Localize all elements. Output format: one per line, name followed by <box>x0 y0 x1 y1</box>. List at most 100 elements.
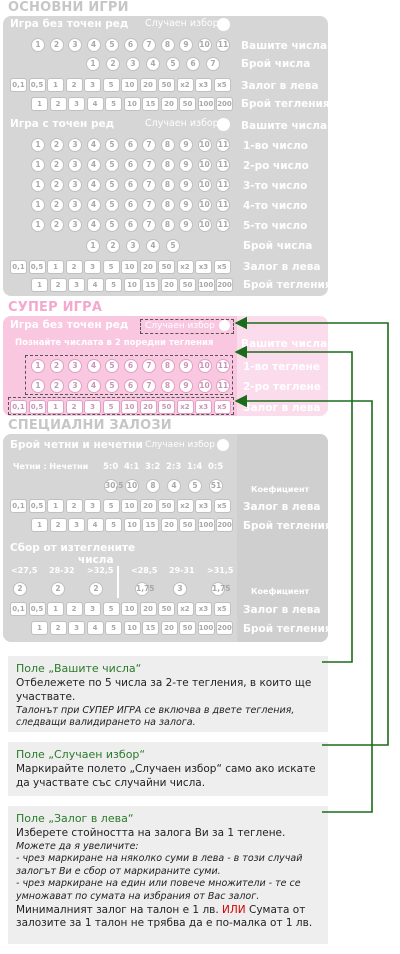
special-stake-box[interactable]: 0,5 <box>28 499 46 513</box>
ordered-draws-box[interactable]: 100 <box>197 278 215 292</box>
special-draws-box-2[interactable]: 3 <box>68 621 85 635</box>
ordered-count-bubble[interactable]: 1 <box>86 239 100 253</box>
ordered-number-bubble[interactable]: 7 <box>142 178 156 192</box>
ordered-number-bubble[interactable]: 4 <box>86 178 101 192</box>
ordered-number-bubble[interactable]: 1 <box>31 158 45 172</box>
super-number-bubble[interactable]: 6 <box>123 359 138 373</box>
range-coef-bubble[interactable]: 2 <box>51 582 65 596</box>
ordered-number-bubble[interactable]: 3 <box>68 138 82 152</box>
special-draws-box-2[interactable]: 10 <box>123 621 141 635</box>
super-number-bubble[interactable]: 10 <box>197 359 212 373</box>
ordered-number-bubble[interactable]: 4 <box>86 158 101 172</box>
draws-box[interactable]: 2 <box>49 97 67 111</box>
special-stake-box[interactable]: 5 <box>102 499 120 513</box>
draws-box[interactable]: 10 <box>123 97 141 111</box>
ordered-number-bubble[interactable]: 9 <box>179 198 193 212</box>
ordered-number-bubble[interactable]: 1 <box>31 218 45 232</box>
ratio-coef-bubble[interactable]: 8 <box>146 479 160 493</box>
ordered-random-checkbox[interactable] <box>217 118 230 131</box>
stake-box[interactable]: 10 <box>121 78 138 92</box>
ordered-number-bubble[interactable]: 10 <box>197 218 212 232</box>
ordered-draws-box[interactable]: 15 <box>142 278 159 292</box>
super-number-bubble[interactable]: 8 <box>160 359 175 373</box>
super-stake-box[interactable]: 1 <box>47 400 64 414</box>
special-stake-box[interactable]: 10 <box>121 499 138 513</box>
super-number-bubble[interactable]: 11 <box>216 379 230 393</box>
ordered-number-bubble[interactable]: 3 <box>68 158 82 172</box>
number-bubble[interactable]: 7 <box>142 38 156 52</box>
stake-box[interactable]: 50 <box>158 78 175 92</box>
super-number-bubble[interactable]: 7 <box>142 359 156 373</box>
special-stake-box[interactable]: 50 <box>158 499 175 513</box>
special-stake-box[interactable]: x3 <box>195 499 212 513</box>
ordered-number-bubble[interactable]: 10 <box>197 158 212 172</box>
special-draws-box[interactable]: 15 <box>142 518 159 532</box>
range-coef-bubble[interactable]: 1,75 <box>211 582 231 596</box>
special-stake-box-2[interactable]: x5 <box>213 602 231 616</box>
super-number-bubble[interactable]: 2 <box>49 379 64 393</box>
draws-box[interactable]: 200 <box>216 97 233 111</box>
count-bubble[interactable]: 2 <box>106 57 120 71</box>
special-stake-box-2[interactable]: 2 <box>65 602 83 616</box>
draws-box[interactable]: 100 <box>197 97 215 111</box>
special-draws-box[interactable]: 5 <box>105 518 122 532</box>
special-stake-box-2[interactable]: 50 <box>158 602 175 616</box>
super-number-bubble[interactable]: 3 <box>68 379 82 393</box>
ordered-number-bubble[interactable]: 9 <box>179 218 193 232</box>
ordered-number-bubble[interactable]: 8 <box>160 158 175 172</box>
super-stake-box[interactable]: 0,1 <box>10 400 27 414</box>
stake-box[interactable]: 0,5 <box>28 78 46 92</box>
special-stake-box[interactable]: x2 <box>176 499 194 513</box>
ordered-number-bubble[interactable]: 1 <box>31 138 45 152</box>
special-draws-box-2[interactable]: 2 <box>49 621 67 635</box>
super-stake-box[interactable]: 20 <box>139 400 157 414</box>
ordered-number-bubble[interactable]: 9 <box>179 138 193 152</box>
ordered-stake-box[interactable]: 5 <box>102 260 120 274</box>
ordered-number-bubble[interactable]: 7 <box>142 158 156 172</box>
ordered-number-bubble[interactable]: 8 <box>160 178 175 192</box>
super-number-bubble[interactable]: 5 <box>105 359 119 373</box>
range-coef-bubble[interactable]: 1,75 <box>135 582 155 596</box>
super-stake-box[interactable]: x5 <box>213 400 231 414</box>
ordered-count-bubble[interactable]: 3 <box>126 239 140 253</box>
ordered-draws-box[interactable]: 3 <box>68 278 85 292</box>
ordered-number-bubble[interactable]: 3 <box>68 178 82 192</box>
ordered-number-bubble[interactable]: 7 <box>142 138 156 152</box>
special-draws-box-2[interactable]: 5 <box>105 621 122 635</box>
ordered-stake-box[interactable]: x3 <box>195 260 212 274</box>
super-number-bubble[interactable]: 11 <box>216 359 230 373</box>
ordered-stake-box[interactable]: 10 <box>121 260 138 274</box>
special-draws-box-2[interactable]: 1 <box>31 621 48 635</box>
stake-box[interactable]: 1 <box>47 78 64 92</box>
super-random-checkbox[interactable] <box>219 320 230 331</box>
draws-box[interactable]: 20 <box>160 97 178 111</box>
special-draws-box[interactable]: 50 <box>179 518 196 532</box>
super-stake-box[interactable]: 10 <box>121 400 138 414</box>
special-draws-box[interactable]: 20 <box>160 518 178 532</box>
super-number-bubble[interactable]: 8 <box>160 379 175 393</box>
ordered-count-bubble[interactable]: 5 <box>166 239 180 253</box>
ordered-stake-box[interactable]: 0,5 <box>28 260 46 274</box>
ordered-draws-box[interactable]: 50 <box>179 278 196 292</box>
ordered-draws-box[interactable]: 1 <box>31 278 48 292</box>
ordered-number-bubble[interactable]: 8 <box>160 218 175 232</box>
ordered-number-bubble[interactable]: 2 <box>49 218 64 232</box>
ordered-number-bubble[interactable]: 11 <box>216 178 230 192</box>
ordered-number-bubble[interactable]: 10 <box>197 178 212 192</box>
ordered-draws-box[interactable]: 20 <box>160 278 178 292</box>
ordered-stake-box[interactable]: 2 <box>65 260 83 274</box>
draws-box[interactable]: 4 <box>86 97 104 111</box>
ordered-stake-box[interactable]: 20 <box>139 260 157 274</box>
special-draws-box[interactable]: 3 <box>68 518 85 532</box>
ordered-draws-box[interactable]: 10 <box>123 278 141 292</box>
ordered-stake-box[interactable]: x2 <box>176 260 194 274</box>
super-number-bubble[interactable]: 10 <box>197 379 212 393</box>
super-stake-box[interactable]: 0,5 <box>28 400 46 414</box>
stake-box[interactable]: x2 <box>176 78 194 92</box>
special-stake-box-2[interactable]: 1 <box>47 602 64 616</box>
ordered-number-bubble[interactable]: 6 <box>123 218 138 232</box>
super-stake-box[interactable]: x3 <box>195 400 212 414</box>
ordered-number-bubble[interactable]: 5 <box>105 178 119 192</box>
ordered-number-bubble[interactable]: 6 <box>123 198 138 212</box>
ordered-stake-box[interactable]: 0,1 <box>10 260 27 274</box>
